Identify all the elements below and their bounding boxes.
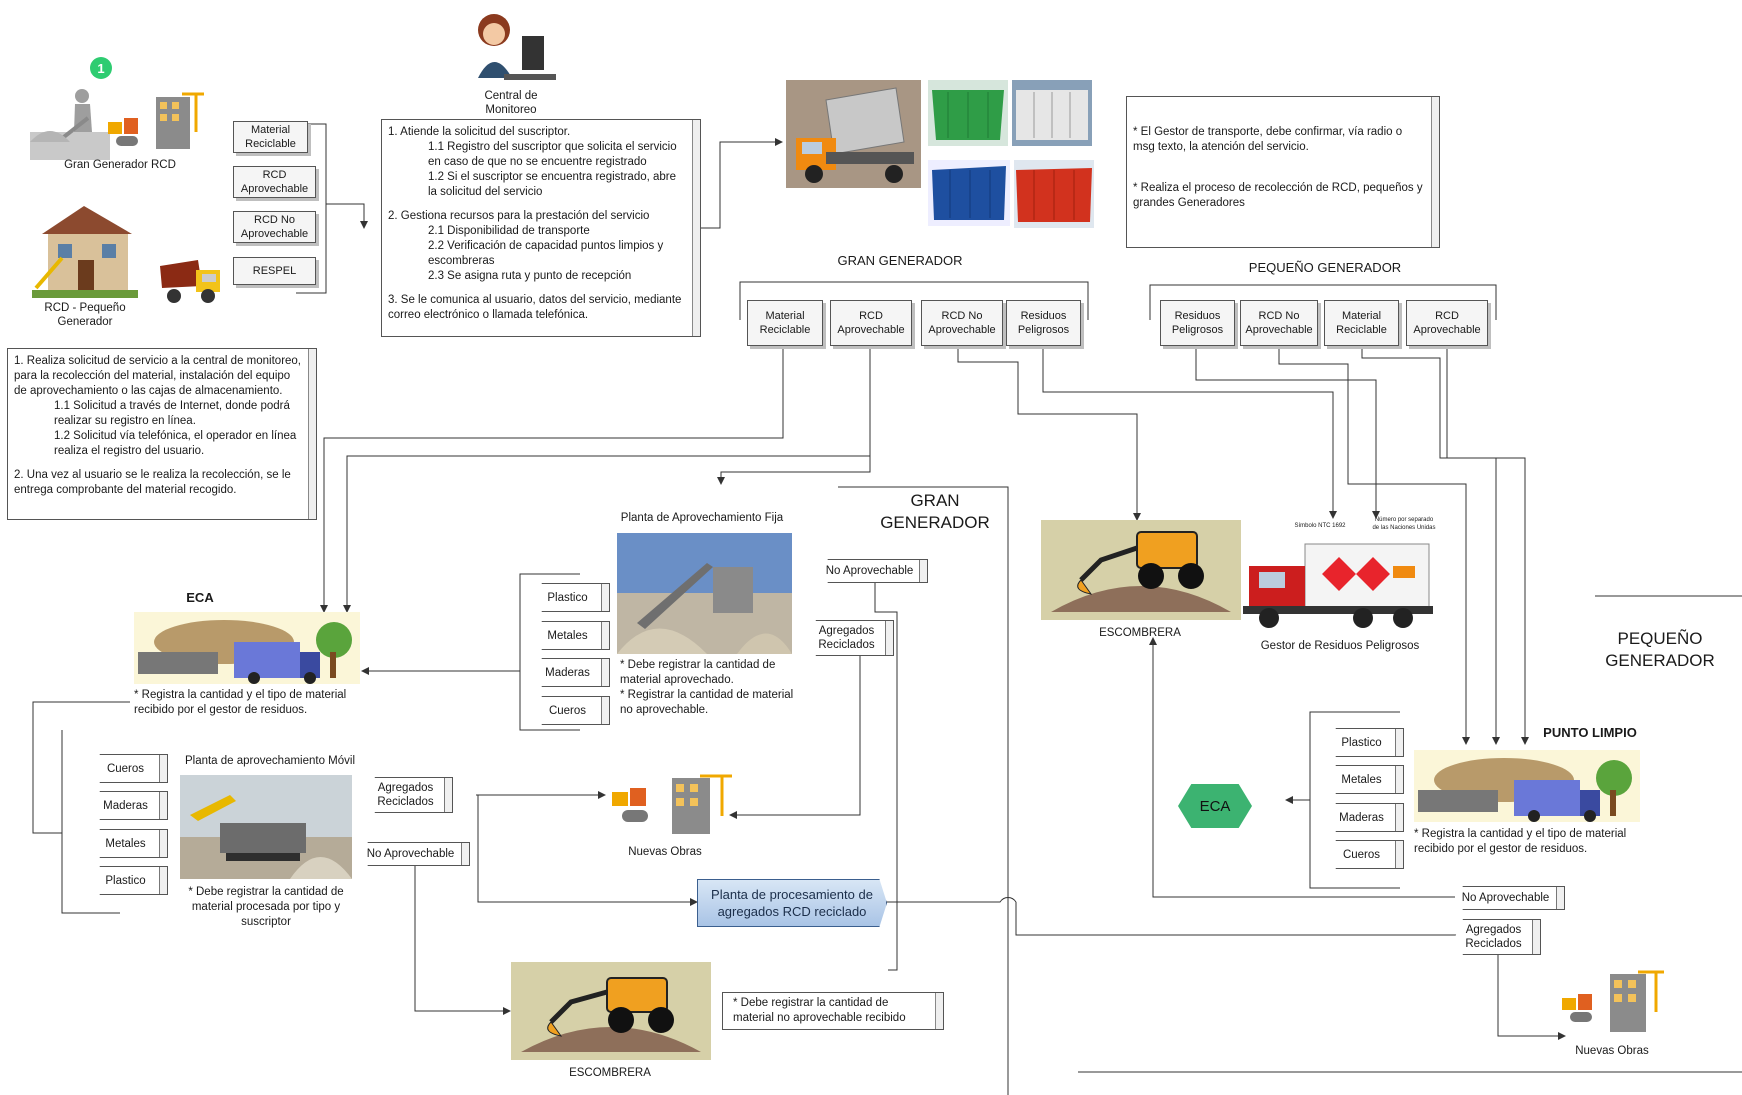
pl-agregados-reciclados-tag: Agregados Reciclados xyxy=(1455,919,1541,955)
gran-generador-heading: GRAN GENERADOR xyxy=(837,253,963,268)
escombrera-label-right: ESCOMBRERA xyxy=(1099,627,1181,639)
panel-line: 2. Gestiona recursos para la prestación … xyxy=(388,210,650,222)
nuevas-obras-label-right: Nuevas Obras xyxy=(1575,1045,1649,1057)
panel-line: 1.2 Si el suscriptor se encuentra regist… xyxy=(428,171,677,198)
operator-headset-icon xyxy=(464,8,556,84)
eca-collection-truck-illustration xyxy=(134,612,360,684)
planta-procesamiento-agregados: Planta de procesamiento de agregados RCD… xyxy=(697,879,887,927)
hazmat-sign-label-1: Símbolo NTC 1692 xyxy=(1294,523,1346,529)
fija-material-maderas: Maderas xyxy=(534,658,610,687)
pl-material-metales: Metales xyxy=(1328,765,1404,794)
planta-fija-photo xyxy=(617,533,792,654)
gg-residuos-peligrosos: Residuos Peligrosos xyxy=(1006,300,1081,346)
rcd-pequeno-generador-label: RCD - Pequeño Generador xyxy=(44,302,126,328)
hazmat-truck-illustration xyxy=(1243,520,1435,632)
pequeno-generador-heading: PEQUEÑO GENERADOR xyxy=(1248,260,1402,275)
transport-line: * El Gestor de transporte, debe confirma… xyxy=(1133,126,1403,153)
container-truck-photo xyxy=(786,80,921,188)
nuevas-obras-label: Nuevas Obras xyxy=(628,846,702,858)
panel-line: 2.2 Verificación de capacidad puntos lim… xyxy=(428,240,664,267)
punto-limpio-title: PUNTO LIMPIO xyxy=(1543,725,1637,740)
green-container-photo xyxy=(928,80,1008,146)
pl-material-plastico: Plastico xyxy=(1328,728,1404,757)
movil-material-plastico: Plastico xyxy=(92,866,168,895)
type-box-rcd-no-aprovechable: RCD No Aprovechable xyxy=(233,211,316,243)
request-panel: 1. Realiza solicitud de servicio a la ce… xyxy=(7,348,317,520)
punto-limpio-eca-hexagon: ECA xyxy=(1178,784,1252,828)
fija-material-cueros: Cueros xyxy=(534,696,610,725)
pl-material-cueros: Cueros xyxy=(1328,840,1404,869)
punto-limpio-note: * Registra la cantidad y el tipo de mate… xyxy=(1414,828,1627,855)
gg-material-reciclable: Material Reciclable xyxy=(747,300,823,346)
panel-line: 1. Atiende la solicitud del suscriptor. xyxy=(388,126,571,138)
type-box-material-reciclable: Material Reciclable xyxy=(233,121,308,153)
pg-material-reciclable: Material Reciclable xyxy=(1324,300,1399,346)
panel-line: 1. Realiza solicitud de servicio a la ce… xyxy=(14,355,302,397)
gg-no-aprovechable-tag: No Aprovechable xyxy=(820,559,928,583)
eca-title: ECA xyxy=(186,590,214,605)
pg-rcd-aprovechable: RCD Aprovechable xyxy=(1406,300,1488,346)
planta-movil-title: Planta de aprovechamiento Móvil xyxy=(184,755,356,767)
movil-material-maderas: Maderas xyxy=(92,791,168,820)
panel-line: 1.2 Solicitud vía telefónica, el operado… xyxy=(54,430,297,457)
type-box-rcd-aprovechable: RCD Aprovechable xyxy=(233,166,316,198)
movil-agregados-reciclados-tag: Agregados Reciclados xyxy=(367,777,453,813)
building-materials-icon xyxy=(106,92,206,154)
movil-material-metales: Metales xyxy=(92,829,168,858)
planta-movil-note: * Debe registrar la cantidad de material… xyxy=(188,886,344,928)
panel-gap xyxy=(14,459,302,468)
planta-movil-photo xyxy=(180,775,352,879)
section-label-gran-generador: GRAN GENERADOR xyxy=(880,491,990,532)
red-container-photo xyxy=(1014,160,1094,228)
panel-line: 2.3 Se asigna ruta y punto de recepción xyxy=(428,270,632,282)
movil-material-cueros: Cueros xyxy=(92,754,168,783)
panel-gap xyxy=(388,284,686,293)
planta-fija-note: * Debe registrar la cantidad de material… xyxy=(620,659,794,716)
central-monitoreo-panel: 1. Atiende la solicitud del suscriptor. 1… xyxy=(381,119,701,337)
section-label-pequeno-generador: PEQUEÑO GENERADOR xyxy=(1605,629,1715,670)
white-container-photo xyxy=(1012,80,1092,146)
panel-line: 3. Se le comunica al usuario, datos del … xyxy=(388,294,682,321)
gg-rcd-aprovechable: RCD Aprovechable xyxy=(830,300,912,346)
punto-limpio-illustration xyxy=(1414,750,1640,822)
hazmat-sign-label-2: Número por separado de las Naciones Unid… xyxy=(1372,517,1436,531)
transport-line: * Realiza el proceso de recolección de R… xyxy=(1133,182,1423,209)
gestor-residuos-peligrosos-label: Gestor de Residuos Peligrosos xyxy=(1260,640,1420,652)
blue-container-photo xyxy=(928,160,1010,226)
construction-worker-icon xyxy=(30,80,110,160)
fija-material-metales: Metales xyxy=(534,621,610,650)
step-badge: 1 xyxy=(90,57,112,79)
escombrera-note: * Debe registrar la cantidad de material… xyxy=(722,992,944,1030)
type-box-respel: RESPEL xyxy=(233,257,316,285)
pg-residuos-peligrosos: Residuos Peligrosos xyxy=(1160,300,1235,346)
panel-line: 2. Una vez al usuario se le realiza la r… xyxy=(14,469,291,496)
panel-line: 1.1 Solicitud a través de Internet, dond… xyxy=(54,400,290,427)
escombrera-label-left: ESCOMBRERA xyxy=(569,1067,651,1079)
eca-note: * Registra la cantidad y el tipo de mate… xyxy=(134,689,347,716)
nuevas-obras-icon xyxy=(610,772,735,838)
gg-rcd-no-aprovechable: RCD No Aprovechable xyxy=(921,300,1003,346)
pg-rcd-no-aprovechable: RCD No Aprovechable xyxy=(1240,300,1318,346)
gran-generador-rcd-label: Gran Generador RCD xyxy=(64,159,176,171)
planta-fija-title: Planta de Aprovechamiento Fija xyxy=(620,512,784,524)
house-renovation-icon xyxy=(32,198,138,298)
panel-gap xyxy=(388,200,686,209)
central-monitoreo-title: Central de Monitoreo xyxy=(484,90,538,116)
gg-agregados-reciclados-tag: Agregados Reciclados xyxy=(808,620,894,656)
panel-line: 2.1 Disponibilidad de transporte xyxy=(428,225,590,237)
panel-line: 1.1 Registro del suscriptor que solicita… xyxy=(428,141,677,168)
pl-material-maderas: Maderas xyxy=(1328,803,1404,832)
dump-truck-icon xyxy=(156,252,224,310)
escombrera-illustration xyxy=(511,962,711,1060)
movil-no-aprovechable-tag: No Aprovechable xyxy=(360,842,470,866)
escombrera-illustration-right xyxy=(1041,520,1241,620)
nuevas-obras-icon-right xyxy=(1560,968,1666,1040)
fija-material-plastico: Plastico xyxy=(534,583,610,612)
transport-panel: * El Gestor de transporte, debe confirma… xyxy=(1126,96,1440,248)
pl-no-aprovechable-tag: No Aprovechable xyxy=(1455,886,1565,910)
